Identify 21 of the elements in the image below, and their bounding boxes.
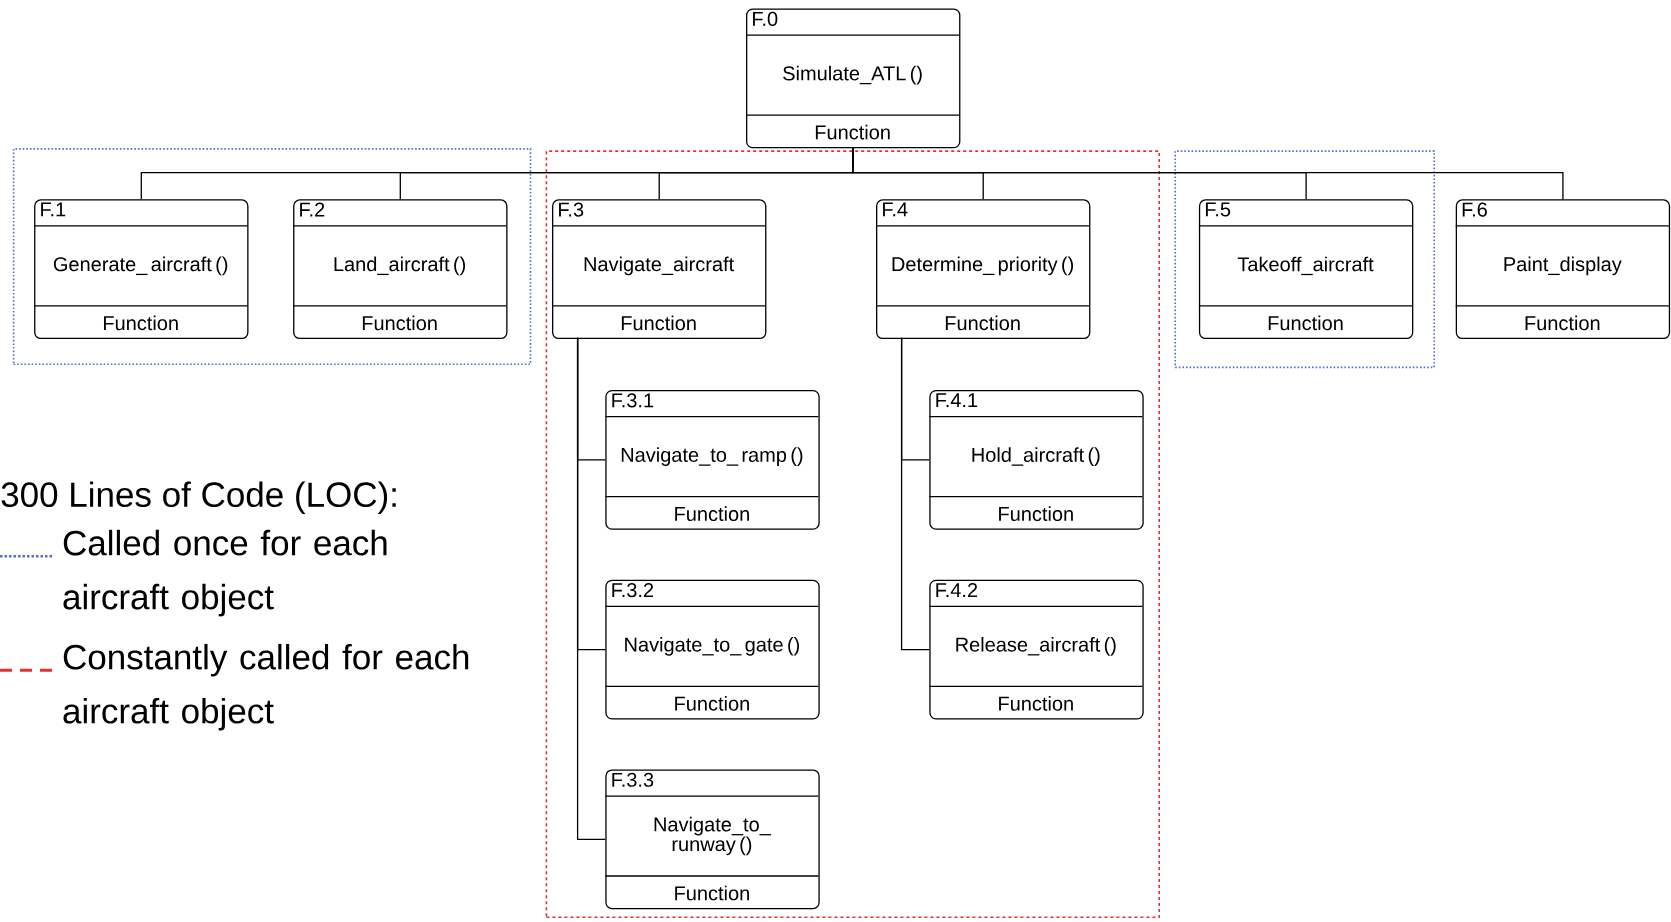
function-box: F.0 Simulate_ATL () Function xyxy=(745,8,961,149)
legend-text: Called once for each aircraft object xyxy=(63,529,387,617)
function-box: F.4 Determine_ priority () Function xyxy=(875,199,1091,340)
note-text: 300 Lines of Code (LOC): xyxy=(1,481,396,514)
connector-line xyxy=(900,337,930,651)
connector-line xyxy=(851,147,1564,200)
group-boundary xyxy=(545,150,1160,919)
connector-line xyxy=(576,337,606,840)
function-box: F.6 Paint_display Function xyxy=(1455,199,1671,340)
function-box: F.3.3 Navigate_to_ runway () Function xyxy=(604,769,820,910)
group-boundary xyxy=(12,148,532,365)
function-box: F.3.1 Navigate_to_ ramp () Function xyxy=(604,390,820,530)
function-box: F.4.1 Hold_aircraft () Function xyxy=(928,390,1144,530)
function-box: F.3.2 Navigate_to_ gate () Function xyxy=(604,579,820,720)
legend-text: Constantly called for each aircraft object xyxy=(63,643,469,731)
function-box: F.5 Takeoff_aircraft Function xyxy=(1198,199,1414,340)
function-box: F.3 Navigate_aircraft Function xyxy=(551,199,767,340)
function-box: F.2 Land_aircraft () Function xyxy=(292,199,508,340)
group-boundary xyxy=(1174,150,1435,369)
function-box: F.1 Generate_ aircraft () Function xyxy=(33,199,249,340)
function-box: F.4.2 Release_aircraft () Function xyxy=(928,579,1144,720)
